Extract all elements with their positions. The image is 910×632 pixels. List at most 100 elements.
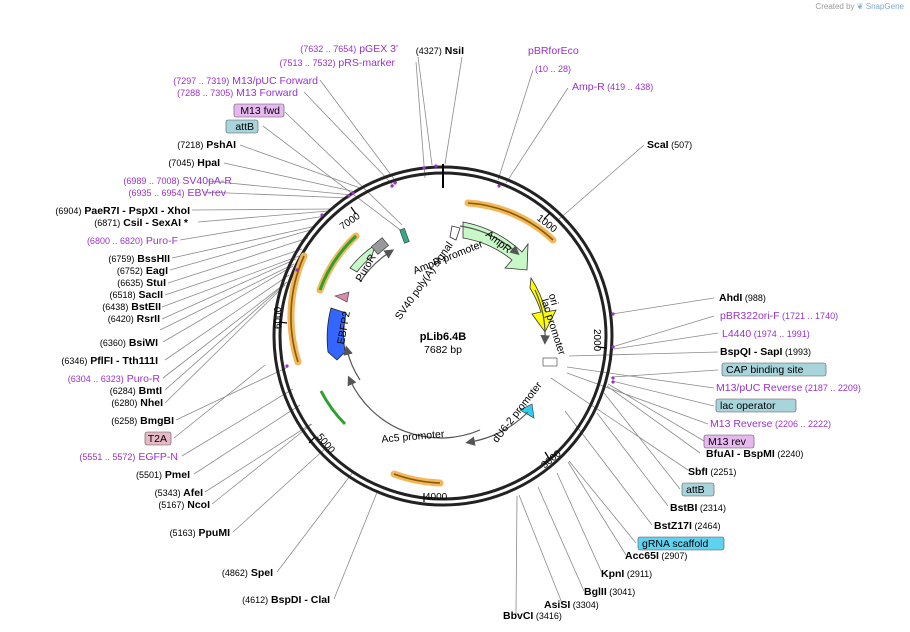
- coordinate: (5551 .. 5572): [79, 452, 135, 462]
- annotation-text: (7218) PshAI: [177, 139, 236, 151]
- feature-box: [637, 536, 725, 551]
- feature-box-label: gRNA scaffold: [642, 538, 709, 550]
- map-label: AhdI (988): [719, 292, 766, 304]
- coordinate: (3041): [607, 587, 636, 597]
- enzyme-name: - BspMI: [734, 448, 775, 460]
- enzyme-name: - ClaI: [301, 594, 330, 606]
- enzyme-name: BsiWI: [126, 337, 158, 349]
- annotation-text: Acc65I (2907): [625, 550, 687, 562]
- enzyme-name: - SexAI *: [142, 217, 188, 229]
- map-label: SbfI (2251): [688, 466, 736, 478]
- map-label: (6871) CsiI - SexAI *: [94, 217, 189, 229]
- coordinate: (6420): [108, 314, 134, 324]
- tick-5000: 5000: [314, 432, 337, 456]
- primer-name: M13/pUC Reverse: [716, 382, 803, 394]
- annotation-text: (6759) BssHII: [108, 253, 170, 265]
- coordinate: (3304): [570, 600, 599, 610]
- enzyme-name: BmgBI: [137, 415, 174, 427]
- annotation-text: (6518) SacII: [110, 289, 164, 301]
- enzyme-name: SpeI: [248, 567, 273, 579]
- map-label: (6346) PflFI - Tth111I: [61, 355, 158, 367]
- ampr-promoter-marker: [449, 225, 461, 241]
- enzyme-name: - PspXI: [119, 205, 158, 217]
- coordinate: (6360): [100, 338, 126, 348]
- primer-name: EBV-rev: [185, 187, 227, 199]
- annotation-text: (7632 .. 7654) pGEX 3': [300, 43, 398, 55]
- map-label: (6989 .. 7008) SV40pA-R: [123, 175, 232, 187]
- coordinate: (7218): [177, 140, 203, 150]
- map-label: (6800 .. 6820) Puro-F: [87, 235, 178, 247]
- annotation-text: ScaI (507): [647, 139, 692, 151]
- label-ac5-promoter: Ac5 promoter: [381, 428, 445, 445]
- m13-marker: [399, 228, 410, 244]
- grna-marker: [519, 403, 535, 419]
- coordinate: (3416): [533, 611, 562, 621]
- map-label: (7632 .. 7654) pGEX 3': [300, 43, 398, 55]
- map-label: (6304 .. 6323) Puro-R: [68, 373, 161, 385]
- annotation-text: (4612) BspDI - ClaI: [242, 594, 330, 606]
- feature-box: [715, 398, 797, 413]
- map-label: (6518) SacII: [110, 289, 164, 301]
- outer-labels: (7632 .. 7654) pGEX 3' (7513 .. 7532) pRS…: [55, 43, 861, 622]
- enzyme-name: SacII: [136, 289, 164, 301]
- map-label: CAP binding site: [721, 362, 827, 377]
- map-label: BbvCI (3416): [503, 610, 562, 622]
- primer-name: SV40pA-R: [179, 175, 232, 187]
- enzyme-name: KpnI: [601, 568, 624, 580]
- map-label: (7513 .. 7532) pRS-marker: [279, 57, 395, 69]
- feature-box-label: T2A: [148, 433, 167, 445]
- feature-box-label: attB: [235, 121, 254, 133]
- annotation-text: (4327) NsiI: [416, 45, 464, 57]
- annotation-text: (7045) HpaI: [168, 157, 220, 169]
- coordinate: (6518): [110, 290, 136, 300]
- enzyme-name: PflFI: [87, 355, 113, 367]
- enzyme-name: StuI: [143, 277, 166, 289]
- annotation-text: BstBI (2314): [670, 502, 726, 514]
- tick-7000: 7000: [338, 211, 363, 233]
- map-label: (5167) NcoI: [158, 499, 210, 511]
- coordinate: (7045): [168, 158, 194, 168]
- map-label: pBRforEco: [528, 45, 579, 57]
- annotation-text: (4862) SpeI: [222, 567, 273, 579]
- enzyme-name: RsrII: [134, 313, 160, 325]
- annotation-text: BbvCI (3416): [503, 610, 562, 622]
- annotation-text: (5501) PmeI: [136, 469, 190, 481]
- annotation-text: (6935 .. 6954) EBV-rev: [129, 187, 227, 199]
- puror-arrow: [349, 244, 376, 273]
- primer-name: pBRforEco: [528, 45, 579, 57]
- annotation-text: M13 Reverse (2206 .. 2222): [710, 418, 831, 430]
- enzyme-name: AhdI: [719, 292, 742, 304]
- annotation-text: (6360) BsiWI: [100, 337, 158, 349]
- map-label: (6420) RsrII: [108, 313, 160, 325]
- enzyme-name: NheI: [137, 397, 163, 409]
- coordinate: (2240): [775, 449, 804, 459]
- feature-box-label: attB: [686, 484, 705, 496]
- enzyme-name: - Tth111I: [113, 355, 158, 367]
- coordinate: (507): [669, 140, 693, 150]
- enzyme-name: PshAI: [203, 139, 236, 151]
- primer-name: pRS-marker: [335, 57, 395, 69]
- enzyme-name: Acc65I: [625, 550, 659, 562]
- map-label: M13 Reverse (2206 .. 2222): [710, 418, 831, 430]
- primer-name: Puro-F: [143, 235, 178, 247]
- coordinate: (2314): [697, 503, 726, 513]
- map-label: (4862) SpeI: [222, 567, 273, 579]
- map-label: lac operator: [715, 398, 797, 413]
- annotation-text: BglII (3041): [584, 586, 635, 598]
- plasmid-length: 7682 bp: [424, 344, 462, 356]
- enzyme-name: PpuMI: [196, 527, 230, 539]
- feature-box-label: M13 fwd: [240, 105, 280, 117]
- annotation-text: (7513 .. 7532) pRS-marker: [279, 57, 395, 69]
- map-label: (6284) BmtI: [110, 385, 162, 397]
- annotation-text: BfuAI - BspMI (2240): [706, 448, 803, 460]
- map-label: Acc65I (2907): [625, 550, 687, 562]
- annotation-text: (6438) BstEII: [102, 301, 161, 313]
- map-label: BstBI (2314): [670, 502, 726, 514]
- map-label: Amp-R (419 .. 438): [572, 81, 653, 93]
- enzyme-name: CsiI: [120, 217, 142, 229]
- annotation-text: KpnI (2911): [601, 568, 652, 580]
- map-label: M13/pUC Reverse (2187 .. 2209): [716, 382, 861, 394]
- coordinate: (6752): [117, 266, 143, 276]
- annotation-text: (10 .. 28): [535, 64, 571, 74]
- enzyme-name: BspQI: [720, 346, 751, 358]
